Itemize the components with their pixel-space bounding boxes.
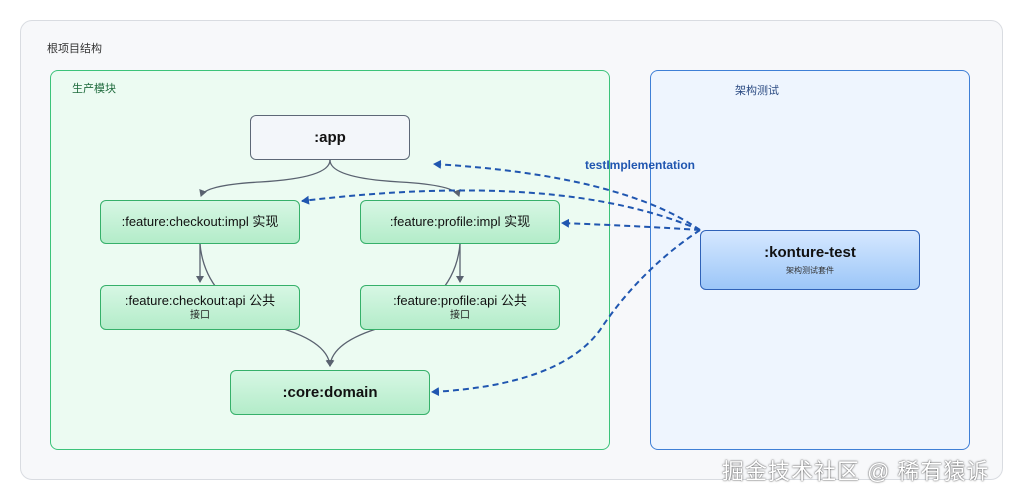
checkout-impl-label: :feature:checkout:impl 实现: [121, 214, 279, 229]
profile-api-label: :feature:profile:api 公共: [393, 292, 527, 308]
test-edge-to-profile-impl: [561, 218, 701, 231]
konture-test-node: :konture-test 架构测试套件: [700, 230, 920, 290]
profile-api-sublabel: 接口: [450, 309, 470, 321]
test-implementation-label: testImplementation: [585, 158, 696, 172]
watermark-text: 掘金技术社区 @ 稀有猿诉: [722, 459, 990, 484]
edge-app-to-checkout-impl: [199, 159, 331, 197]
profile-api-node: :feature:profile:api 公共 接口: [360, 285, 560, 330]
profile-impl-node: :feature:profile:impl 实现: [360, 200, 560, 244]
checkout-api-label: :feature:checkout:api 公共: [124, 292, 276, 308]
root-project-title: 根项目结构: [47, 43, 102, 55]
core-domain-label: :core:domain: [282, 383, 378, 401]
checkout-impl-node: :feature:checkout:impl 实现: [100, 200, 300, 244]
checkout-api-node: :feature:checkout:api 公共 接口: [100, 285, 300, 330]
production-modules-title: 生产模块: [72, 83, 116, 95]
checkout-api-sublabel: 接口: [190, 309, 210, 321]
profile-impl-label: :feature:profile:impl 实现: [389, 214, 531, 229]
app-module-node: :app: [250, 115, 410, 160]
architecture-test-title: 架构测试: [735, 85, 779, 97]
test-edge-to-core-domain: [431, 229, 701, 397]
app-module-label: :app: [314, 128, 346, 146]
konture-test-label: :konture-test: [764, 243, 856, 261]
test-edge-to-app: [433, 159, 701, 231]
test-edge-to-checkout-impl: [301, 189, 701, 231]
core-domain-node: :core:domain: [230, 370, 430, 415]
konture-test-sublabel: 架构测试套件: [786, 265, 834, 275]
